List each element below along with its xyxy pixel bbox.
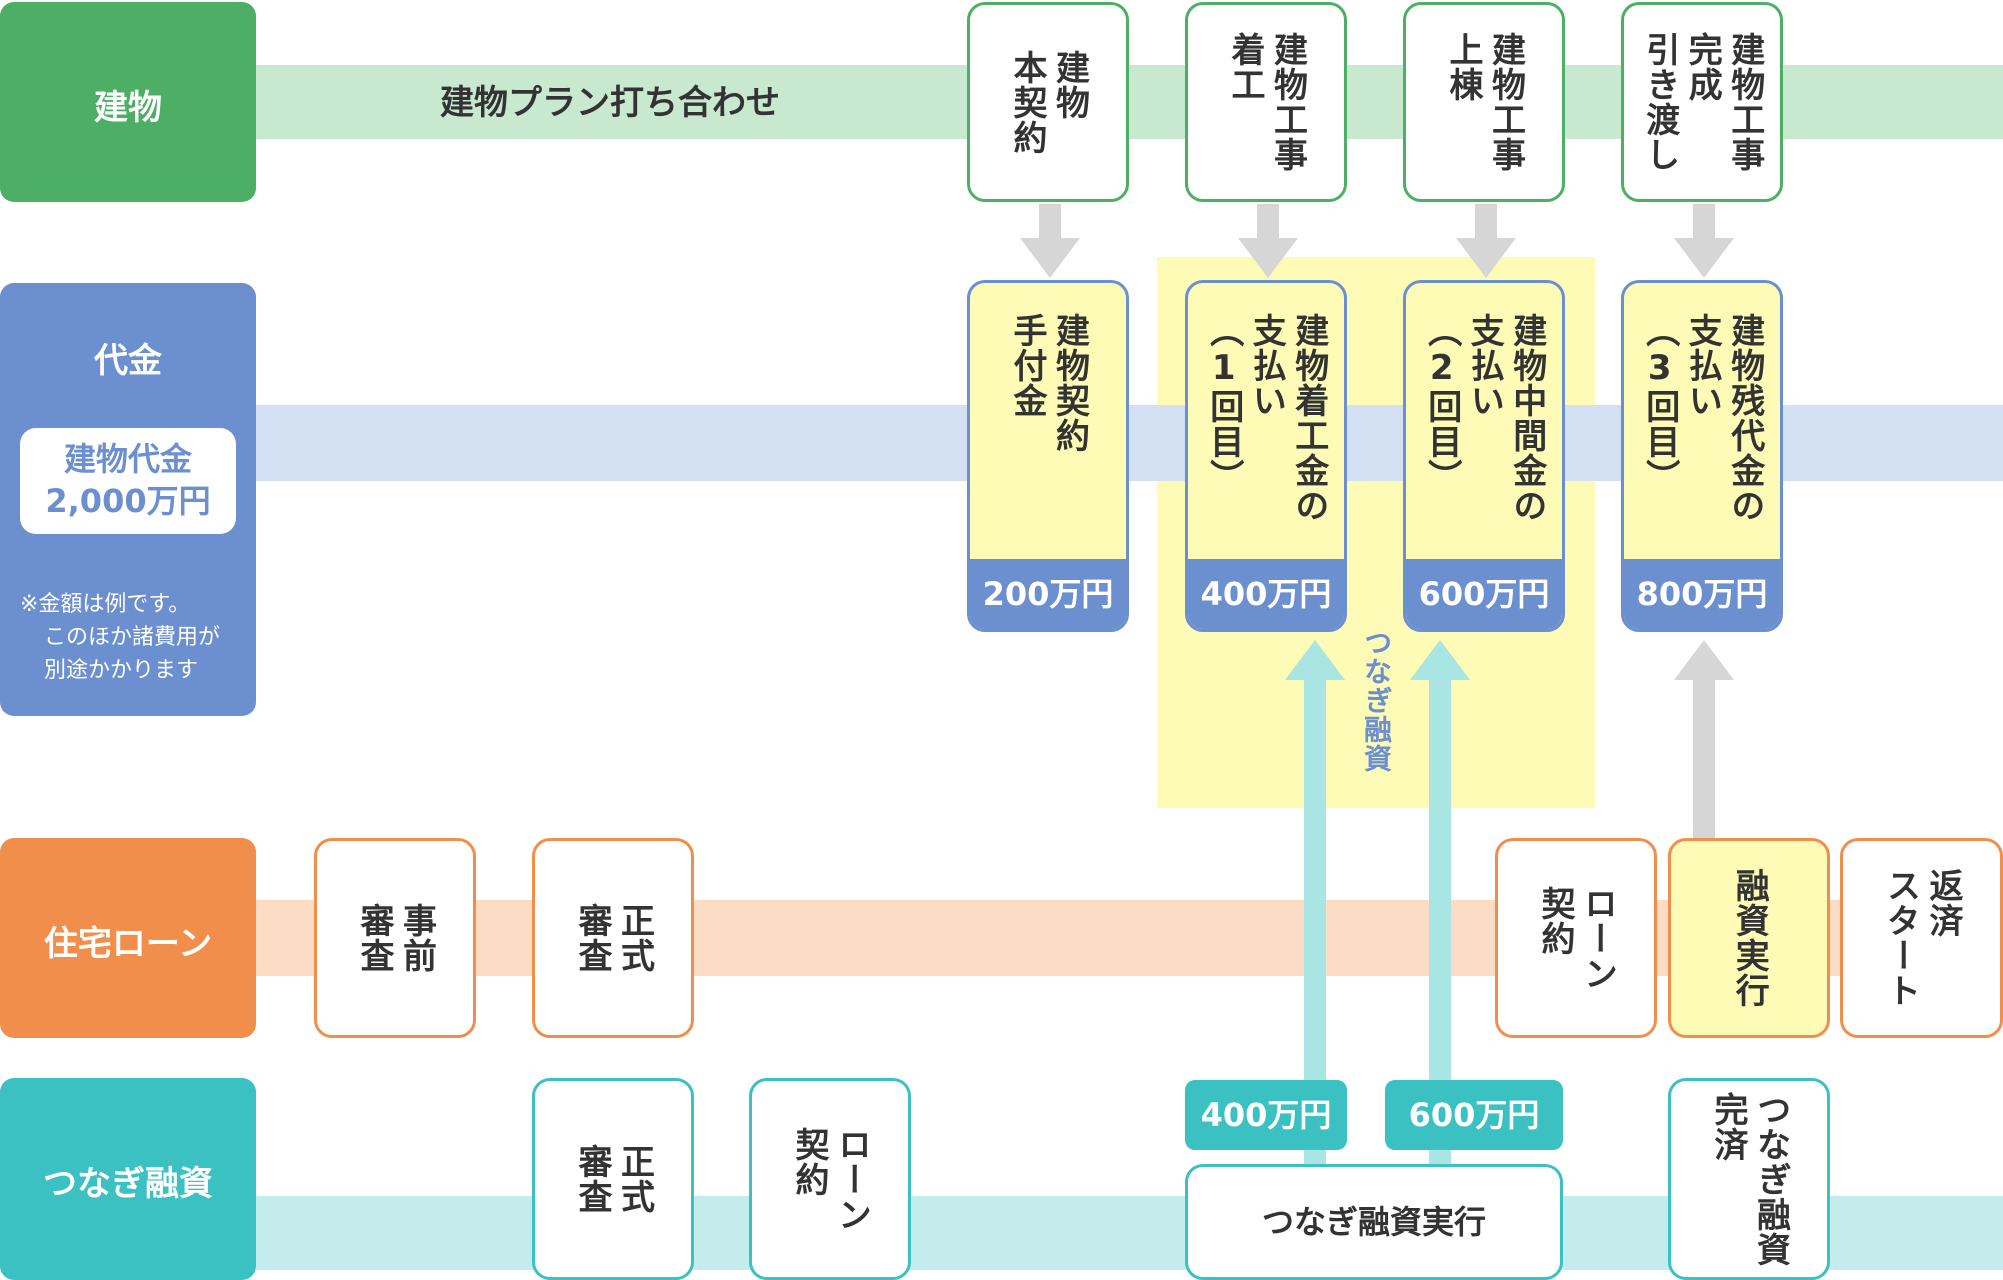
bridge-step-execution: つなぎ融資実行 — [1185, 1164, 1563, 1280]
building-step-framing-label: 建物工事 上棟 — [1443, 32, 1526, 172]
loan-step-contract: ローン 契約 — [1495, 838, 1657, 1038]
arrow-up-bridge-600 — [1410, 640, 1470, 1166]
price-note-line3: 別途かかります — [44, 658, 199, 683]
bridge-loan-note: つなぎ融資 — [1360, 628, 1393, 773]
category-payment: 代金 建物代金 2,000万円 ※金額は例です。 このほか諸費用が 別途かかりま… — [0, 283, 256, 716]
category-bridge: つなぎ融資 — [0, 1078, 256, 1280]
building-step-framing: 建物工事 上棟 — [1403, 2, 1565, 202]
payment-step-first-label: 建物着工金の 支払い （1回目） — [1203, 313, 1329, 523]
payment-step-deposit: 建物契約 手付金 200万円 — [967, 280, 1129, 632]
arrow-up-bridge-400 — [1285, 640, 1345, 1166]
loan-step-formal-screen: 正式 審査 — [532, 838, 694, 1038]
building-step-contract-label: 建物 本契約 — [1007, 49, 1090, 155]
payment-step-final-label: 建物残代金の 支払い （3回目） — [1639, 313, 1765, 523]
payment-step-deposit-label: 建物契約 手付金 — [1007, 313, 1090, 453]
loan-step-execution: 融資実行 — [1668, 838, 1830, 1038]
bridge-step-repaid: つなぎ融資 完済 — [1668, 1078, 1830, 1280]
building-price-box: 建物代金 2,000万円 — [20, 428, 236, 534]
teal-up-arrows — [1285, 640, 1470, 1166]
bridge-amount-600: 600万円 — [1385, 1080, 1563, 1150]
arrow-down-start — [1238, 204, 1298, 278]
bridge-step-contract-label: ローン 契約 — [789, 1126, 872, 1232]
bridge-step-execution-label: つなぎ融資実行 — [1261, 1203, 1486, 1241]
building-step-construction-start-label: 建物工事 着工 — [1225, 32, 1308, 172]
bridge-step-contract: ローン 契約 — [749, 1078, 911, 1280]
building-step-contract: 建物 本契約 — [967, 2, 1129, 202]
loan-step-prescreen: 事前 審査 — [314, 838, 476, 1038]
arrow-down-framing — [1456, 204, 1516, 278]
category-payment-label: 代金 — [94, 341, 162, 381]
category-bridge-label: つなぎ融資 — [43, 1164, 213, 1204]
payment-step-final-amount: 800万円 — [1624, 559, 1780, 629]
payment-step-deposit-amount: 200万円 — [970, 559, 1126, 629]
loan-step-execution-label: 融資実行 — [1729, 868, 1770, 1008]
category-loan: 住宅ローン — [0, 838, 256, 1038]
arrow-down-handover — [1674, 204, 1734, 278]
payment-step-first-amount: 400万円 — [1188, 559, 1344, 629]
category-building: 建物 — [0, 2, 256, 202]
bridge-step-formal-screen-label: 正式 審査 — [572, 1144, 655, 1214]
bridge-step-repaid-label: つなぎ融資 完済 — [1708, 1091, 1791, 1267]
arrow-down-contract — [1020, 204, 1080, 278]
building-step-handover: 建物工事 完成 引き渡し — [1621, 2, 1783, 202]
loan-step-repayment: 返済 スタート — [1840, 838, 2003, 1038]
loan-step-contract-label: ローン 契約 — [1535, 885, 1618, 991]
building-price-amount: 2,000万円 — [45, 482, 211, 520]
price-note: ※金額は例です。 このほか諸費用が 別途かかります — [20, 588, 250, 687]
building-step-handover-label: 建物工事 完成 引き渡し — [1639, 32, 1765, 172]
payment-step-first: 建物着工金の 支払い （1回目） 400万円 — [1185, 280, 1347, 632]
price-note-line1: ※金額は例です。 — [20, 592, 191, 617]
building-price-title: 建物代金 — [63, 440, 192, 478]
payment-step-final: 建物残代金の 支払い （3回目） 800万円 — [1621, 280, 1783, 632]
bridge-step-formal-screen: 正式 審査 — [532, 1078, 694, 1280]
payment-step-second-amount: 600万円 — [1406, 559, 1562, 629]
price-note-line2: このほか諸費用が — [44, 625, 221, 650]
bridge-amount-400: 400万円 — [1185, 1080, 1347, 1150]
category-building-label: 建物 — [94, 88, 162, 128]
category-loan-label: 住宅ローン — [43, 924, 213, 964]
payment-step-second: 建物中間金の 支払い （2回目） 600万円 — [1403, 280, 1565, 632]
loan-step-formal-screen-label: 正式 審査 — [572, 903, 655, 973]
building-band-label: 建物プラン打ち合わせ — [440, 83, 780, 123]
loan-step-repayment-label: 返済 スタート — [1880, 868, 1964, 1008]
payment-step-second-label: 建物中間金の 支払い （2回目） — [1421, 313, 1547, 523]
loan-step-prescreen-label: 事前 審査 — [354, 903, 437, 973]
gray-down-arrows — [1020, 204, 1734, 838]
arrow-up-loan-execution — [1674, 640, 1734, 838]
building-step-construction-start: 建物工事 着工 — [1185, 2, 1347, 202]
